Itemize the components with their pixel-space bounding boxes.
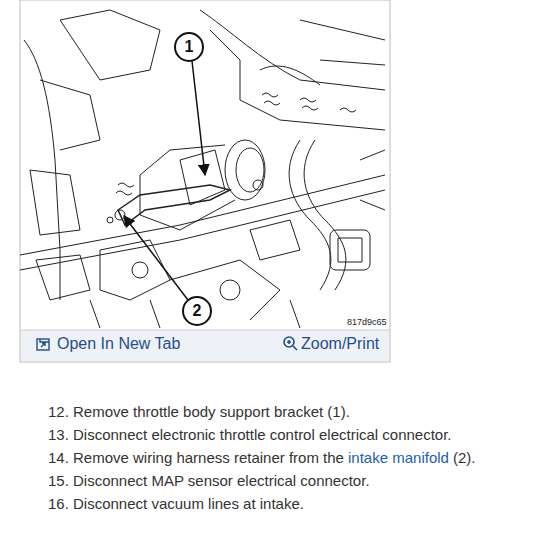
step-line: 14. Remove wiring harness retainer from … xyxy=(48,448,475,467)
engine-bay-lines xyxy=(20,10,385,328)
open-tab-icon xyxy=(37,339,49,350)
leader-line xyxy=(192,61,205,175)
step-line: 13. Disconnect electronic throttle contr… xyxy=(48,425,475,444)
text-link: intake manifold xyxy=(348,449,449,466)
step-text: 13. Disconnect electronic throttle contr… xyxy=(48,426,452,443)
step-line: 12. Remove throttle body support bracket… xyxy=(48,402,475,421)
step-line: 15. Disconnect MAP sensor electrical con… xyxy=(48,471,475,490)
step-text: 16. Disconnect vacuum lines at intake. xyxy=(48,495,304,512)
zoom-icon xyxy=(284,337,297,350)
open-tab-link: Open In New Tab xyxy=(57,335,180,353)
toolbar xyxy=(21,330,389,361)
step-text: (2). xyxy=(453,449,476,466)
image-frame xyxy=(20,0,390,362)
callout-circle: 2 xyxy=(182,296,212,326)
leader-line xyxy=(124,216,188,300)
figure-code: 817d9c65 xyxy=(346,317,388,327)
callout-number: 2 xyxy=(193,302,202,320)
zoom-print-link: Zoom/Print xyxy=(301,335,379,353)
step-text: 14. Remove wiring harness retainer from … xyxy=(48,449,344,466)
callout-number: 1 xyxy=(185,38,194,56)
step-line: 16. Disconnect vacuum lines at intake. xyxy=(48,494,475,513)
step-text: 12. Remove throttle body support bracket… xyxy=(48,403,350,420)
step-text: 15. Disconnect MAP sensor electrical con… xyxy=(48,472,370,489)
callout-circle: 1 xyxy=(174,32,204,62)
